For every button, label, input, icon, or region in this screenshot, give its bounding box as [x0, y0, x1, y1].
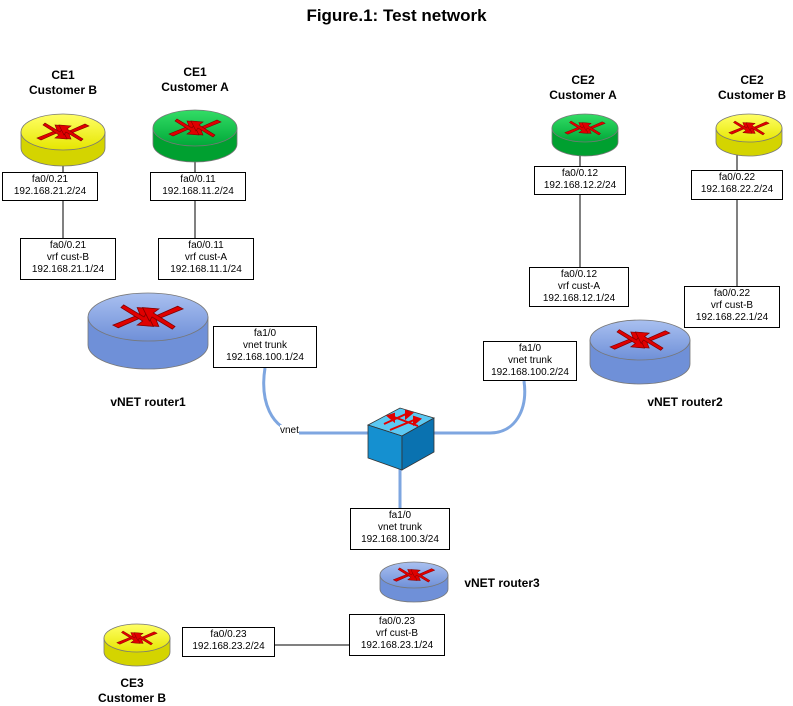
label-ce2-customer-b: CE2 Customer B [716, 73, 788, 103]
interface-box-ce2a: fa0/0.12 192.168.12.2/24 [534, 166, 626, 195]
node-name: CE3 [120, 676, 144, 690]
if-vrf: vrf cust-A [184, 252, 228, 263]
label-ce1-customer-b: CE1 Customer B [28, 68, 98, 98]
if-name: fa0/0.22 [713, 288, 751, 299]
router-ce1-customer-b-icon [20, 113, 106, 167]
if-ip: 192.168.23.1/24 [360, 640, 434, 651]
if-vrf: vrf cust-B [710, 300, 754, 311]
if-name: fa0/0.21 [31, 174, 69, 185]
if-ip: 192.168.23.2/24 [192, 641, 265, 652]
interface-box-r1-cust-b: fa0/0.21 vrf cust-B 192.168.21.1/24 [20, 238, 116, 280]
if-vrf: vrf cust-B [375, 628, 419, 639]
interface-box-r3-cust-b: fa0/0.23 vrf cust-B 192.168.23.1/24 [349, 614, 445, 656]
if-ip: 192.168.100.1/24 [226, 352, 304, 363]
interface-box-r1-trunk: fa1/0 vnet trunk 192.168.100.1/24 [213, 326, 317, 368]
if-ip: 192.168.11.2/24 [162, 186, 234, 197]
if-name: fa0/0.22 [718, 172, 756, 183]
if-ip: 192.168.12.2/24 [543, 180, 617, 191]
node-name: CE1 [51, 68, 75, 82]
node-name: CE2 [571, 73, 595, 87]
node-customer: Customer A [549, 88, 617, 102]
vnet-link-r2 [430, 380, 527, 435]
vnet-router2-icon [589, 319, 691, 385]
if-name: fa0/0.11 [180, 174, 216, 185]
interface-box-ce1b: fa0/0.21 192.168.21.2/24 [2, 172, 98, 201]
if-ip: 192.168.21.2/24 [13, 186, 87, 197]
interface-box-r2-trunk: fa1/0 vnet trunk 192.168.100.2/24 [483, 341, 577, 381]
router-ce3-customer-b-icon [103, 623, 171, 667]
switch-icon [366, 407, 436, 471]
if-name: fa0/0.12 [561, 168, 599, 179]
label-vnet-router1: vNET router1 [110, 395, 186, 409]
label-vnet-router3: vNET router3 [464, 576, 540, 590]
interface-box-ce1a: fa0/0.11 192.168.11.2/24 [150, 172, 246, 201]
vnet-router1-icon [87, 292, 209, 370]
if-name: fa1/0 [253, 328, 277, 339]
node-customer: Customer B [28, 83, 97, 97]
interface-box-r3-trunk: fa1/0 vnet trunk 192.168.100.3/24 [350, 508, 450, 550]
if-name: fa0/0.21 [49, 240, 87, 251]
vnet-router3-icon [379, 561, 449, 603]
label-ce3-customer-b: CE3 Customer B [92, 676, 172, 706]
label-ce1-customer-a: CE1 Customer A [160, 65, 230, 95]
vnet-link-r1 [262, 367, 368, 435]
if-ip: 192.168.22.2/24 [700, 184, 774, 195]
router-ce2-customer-a-icon [551, 113, 619, 157]
if-vrf: vnet trunk [378, 522, 422, 533]
if-ip: 192.168.21.1/24 [31, 264, 105, 275]
figure-title: Figure.1: Test network [306, 6, 487, 25]
if-name: fa1/0 [518, 343, 542, 354]
interface-box-r2-cust-a: fa0/0.12 vrf cust-A 192.168.12.1/24 [529, 267, 629, 307]
if-name: fa1/0 [388, 510, 412, 521]
node-name: CE1 [183, 65, 207, 79]
interface-box-ce2b: fa0/0.22 192.168.22.2/24 [691, 170, 783, 200]
node-customer: Customer B [717, 88, 786, 102]
if-name: fa0/0.11 [188, 240, 224, 251]
interface-box-r1-cust-a: fa0/0.11 vrf cust-A 192.168.11.1/24 [158, 238, 254, 280]
if-name: fa0/0.12 [560, 269, 598, 280]
node-customer: Customer B [97, 691, 166, 705]
interface-box-r2-cust-b: fa0/0.22 vrf cust-B 192.168.22.1/24 [684, 286, 780, 328]
node-name: CE2 [740, 73, 764, 87]
if-ip: 192.168.100.2/24 [491, 367, 569, 378]
label-ce2-customer-a: CE2 Customer A [548, 73, 618, 103]
if-name: fa0/0.23 [378, 616, 416, 627]
label-vnet-router2: vNET router2 [647, 395, 723, 409]
if-vrf: vnet trunk [243, 340, 287, 351]
vnet-link-label: vnet [280, 425, 299, 436]
if-name: fa0/0.23 [210, 629, 247, 640]
if-ip: 192.168.100.3/24 [361, 534, 439, 545]
node-customer: Customer A [161, 80, 229, 94]
if-vrf: vrf cust-A [557, 281, 601, 292]
if-ip: 192.168.11.1/24 [170, 264, 242, 275]
if-ip: 192.168.12.1/24 [542, 293, 616, 304]
if-ip: 192.168.22.1/24 [695, 312, 769, 323]
router-ce1-customer-a-icon [152, 109, 238, 163]
if-vrf: vnet trunk [508, 355, 552, 366]
router-ce2-customer-b-icon [715, 113, 783, 157]
if-vrf: vrf cust-B [46, 252, 90, 263]
interface-box-ce3b: fa0/0.23 192.168.23.2/24 [182, 627, 275, 657]
